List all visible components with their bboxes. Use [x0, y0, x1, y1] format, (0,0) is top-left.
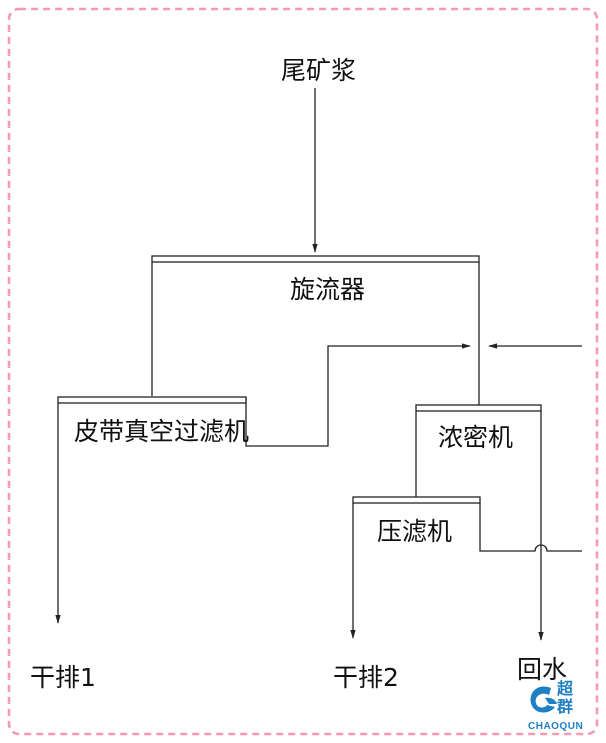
logo-english-text: CHAOQUN [528, 721, 584, 732]
logo-swirl-icon [530, 686, 557, 713]
filter-press-bar [352, 496, 481, 504]
label-thickener: 浓密机 [438, 423, 513, 452]
flow-belt-filtrate-return [245, 343, 471, 447]
label-dry1: 干排1 [30, 663, 96, 692]
label-cyclone: 旋流器 [290, 275, 365, 304]
flow-filter-press-filtrate [479, 503, 582, 552]
belt-filter-bar [57, 396, 247, 404]
label-return-water: 回水 [517, 655, 567, 684]
brand-logo: 超群 CHAOQUN [521, 676, 595, 734]
label-dry2: 干排2 [333, 663, 399, 692]
label-filter-press: 压滤机 [377, 517, 452, 546]
dashed-border [7, 7, 599, 736]
logo-chinese-text: 超群 [557, 679, 574, 716]
thickener-bar [415, 404, 542, 412]
label-belt-filter: 皮带真空过滤机 [74, 417, 249, 446]
label-tailings: 尾矿浆 [281, 56, 356, 85]
cyclone-bar [151, 255, 480, 263]
